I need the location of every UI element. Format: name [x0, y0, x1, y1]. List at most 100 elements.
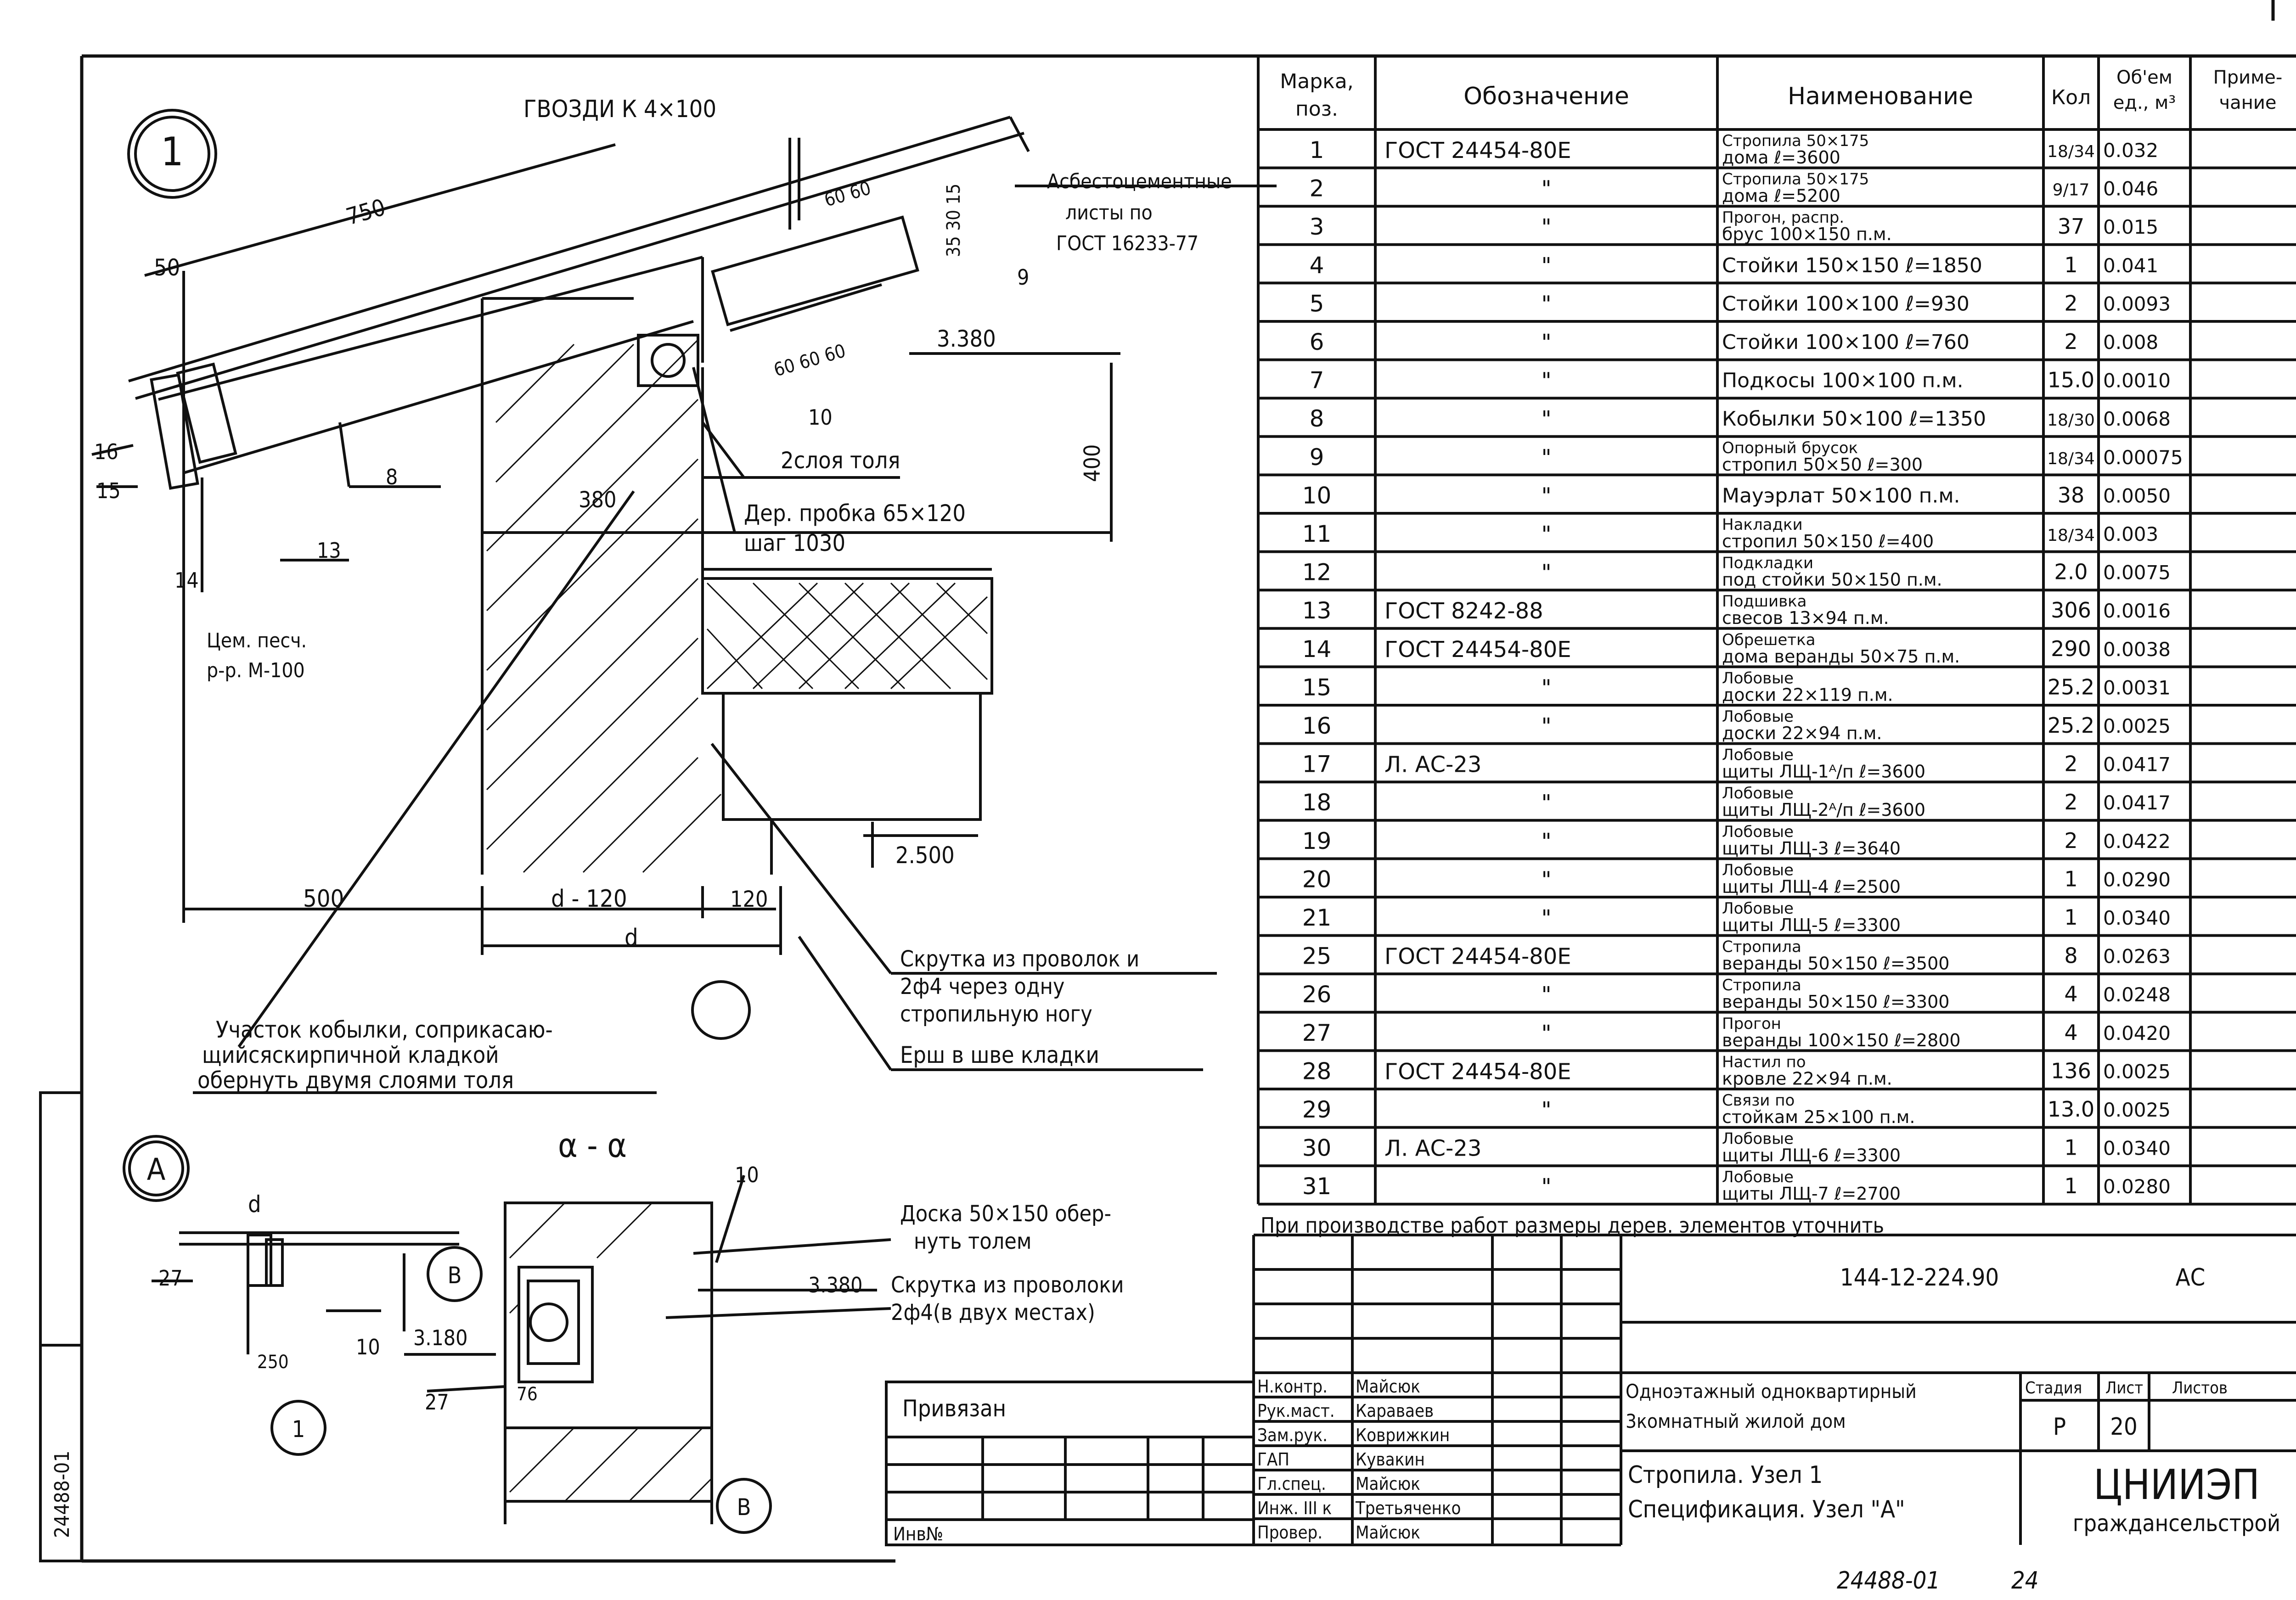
header-note-1: Приме-: [2213, 67, 2283, 88]
sheet-title-1: Стропила. Узел 1: [1628, 1461, 1823, 1489]
row-doc: ": [1541, 406, 1551, 432]
archive-page: 24: [2011, 1567, 2039, 1594]
row-name-2: щиты ЛЩ-2ᴬ/п ℓ=3600: [1722, 800, 1925, 820]
row-vol: 0.046: [2103, 178, 2158, 200]
row-pos: 13: [1302, 597, 1332, 624]
row-qty: 2.0: [2054, 560, 2088, 584]
row-qty: 2: [2064, 291, 2077, 315]
row-qty: 25.2: [2048, 674, 2094, 699]
row-name-1: Подшивка: [1722, 592, 1807, 611]
row-vol: 0.0422: [2103, 830, 2171, 853]
row-name-2: дома ℓ=3600: [1722, 147, 1840, 168]
row-name-1: Настил по: [1722, 1053, 1806, 1071]
row-vol: 0.0016: [2103, 600, 2171, 622]
row-vol: 0.0038: [2103, 638, 2171, 661]
side-stamp: [39, 1091, 83, 1562]
row-doc: ": [1541, 713, 1551, 739]
stage-label: Стадия: [2025, 1379, 2082, 1398]
row-doc: ": [1541, 214, 1551, 240]
row-vol: 0.0025: [2103, 1060, 2171, 1083]
num-15: 15: [96, 478, 121, 503]
row-qty: 37: [2058, 214, 2085, 239]
inv-label: Инв№: [893, 1524, 943, 1545]
row-qty: 2: [2064, 828, 2077, 853]
label-nails: ГВОЗДИ К 4×100: [523, 95, 716, 123]
role-title: Инж. III к: [1257, 1498, 1332, 1518]
row-name-1: Стропила 50×175: [1722, 132, 1869, 150]
row-pos: 9: [1310, 444, 1324, 471]
row-vol: 0.0031: [2103, 676, 2171, 699]
role-title: Н.контр.: [1257, 1376, 1328, 1397]
num-8: 8: [386, 465, 398, 489]
row-name-1: Лобовые: [1722, 823, 1794, 841]
label-asbestos-1: Асбестоцементные: [1047, 170, 1232, 193]
table-note: При производстве работ размеры дерев. эл…: [1261, 1213, 1884, 1238]
row-name-1: Стойки 150×150 ℓ=1850: [1722, 254, 1982, 277]
row-qty: 18/34: [2047, 142, 2095, 161]
dim-50: 50: [154, 254, 180, 281]
row-pos: 7: [1310, 367, 1324, 394]
row-vol: 0.0340: [2103, 1137, 2171, 1160]
ref-b1: В: [448, 1262, 462, 1289]
role-person: Третьяченко: [1355, 1498, 1461, 1518]
row-pos: 17: [1302, 751, 1332, 778]
row-name-2: щиты ЛЩ-4 ℓ=2500: [1722, 876, 1901, 897]
num-10a: 10: [808, 405, 833, 430]
level-1: 3.380: [937, 326, 996, 352]
row-name-1: Стойки 100×100 ℓ=760: [1722, 331, 1970, 354]
row-vol: 0.0010: [2103, 370, 2171, 392]
row-qty: 1: [2064, 1135, 2077, 1160]
row-vol: 0.0025: [2103, 1099, 2171, 1121]
label-twist-3: стропильную ногу: [900, 1001, 1092, 1027]
header-pos-1: Марка,: [1280, 70, 1353, 93]
row-pos: 16: [1302, 713, 1332, 739]
role-person: Коврижкин: [1356, 1425, 1450, 1445]
row-pos: 21: [1302, 904, 1332, 931]
row-doc: ": [1541, 790, 1551, 816]
row-vol: 0.0093: [2103, 292, 2171, 315]
detail-1-drawing: [91, 109, 1277, 1094]
row-qty: 18/34: [2047, 449, 2095, 468]
header-qty: Кол: [2051, 86, 2091, 109]
row-name-2: под стойки 50×150 п.м.: [1722, 570, 1942, 590]
dim-500: 500: [303, 885, 344, 913]
row-vol: 0.008: [2103, 331, 2158, 354]
row-doc: ": [1541, 483, 1551, 509]
row-qty: 38: [2058, 483, 2085, 507]
row-qty: 2: [2064, 329, 2077, 354]
row-pos: 14: [1302, 636, 1332, 662]
row-qty: 13.0: [2048, 1097, 2094, 1122]
row-name-1: Лобовые: [1722, 861, 1794, 879]
row-doc: Л. АС-23: [1384, 1136, 1481, 1162]
doc-code: 144-12-224.90: [1840, 1264, 1999, 1291]
bound-label: Привязан: [902, 1395, 1006, 1422]
row-vol: 0.0280: [2103, 1175, 2171, 1198]
row-name-2: дома веранды 50×75 п.м.: [1722, 646, 1960, 667]
row-name-2: веранды 50×150 ℓ=3500: [1722, 954, 1949, 974]
row-qty: 4: [2064, 982, 2077, 1006]
row-pos: 3: [1310, 213, 1324, 240]
row-vol: 0.0417: [2103, 753, 2171, 776]
project-line-2: 3комнатный жилой дом: [1626, 1410, 1846, 1432]
row-name-2: свесов 13×94 п.м.: [1722, 608, 1889, 628]
doc-mark: АС: [2176, 1264, 2206, 1291]
row-doc: ": [1541, 1174, 1551, 1200]
row-qty: 2: [2064, 752, 2077, 776]
dim-d120: d - 120: [551, 885, 627, 913]
row-name-2: стропил 50×50 ℓ=300: [1722, 455, 1923, 475]
row-doc: ": [1541, 253, 1551, 279]
row-doc: ГОСТ 24454-80Е: [1384, 138, 1571, 163]
row-pos: 27: [1302, 1020, 1332, 1046]
header-doc: Обозначение: [1463, 83, 1629, 110]
row-doc: ": [1541, 522, 1551, 547]
role-person: Караваев: [1356, 1401, 1434, 1421]
row-qty: 25.2: [2048, 713, 2094, 738]
label-mortar-2: р-р. М-100: [207, 659, 305, 682]
row-doc: ": [1541, 368, 1551, 394]
row-pos: 11: [1302, 521, 1332, 547]
row-name-1: Кобылки 50×100 ℓ=1350: [1722, 407, 1986, 431]
row-name-1: Лобовые: [1722, 669, 1794, 687]
row-name-2: щиты ЛЩ-5 ℓ=3300: [1722, 915, 1901, 935]
detail-a-drawing: [123, 1135, 891, 1534]
row-pos: 28: [1302, 1058, 1332, 1084]
